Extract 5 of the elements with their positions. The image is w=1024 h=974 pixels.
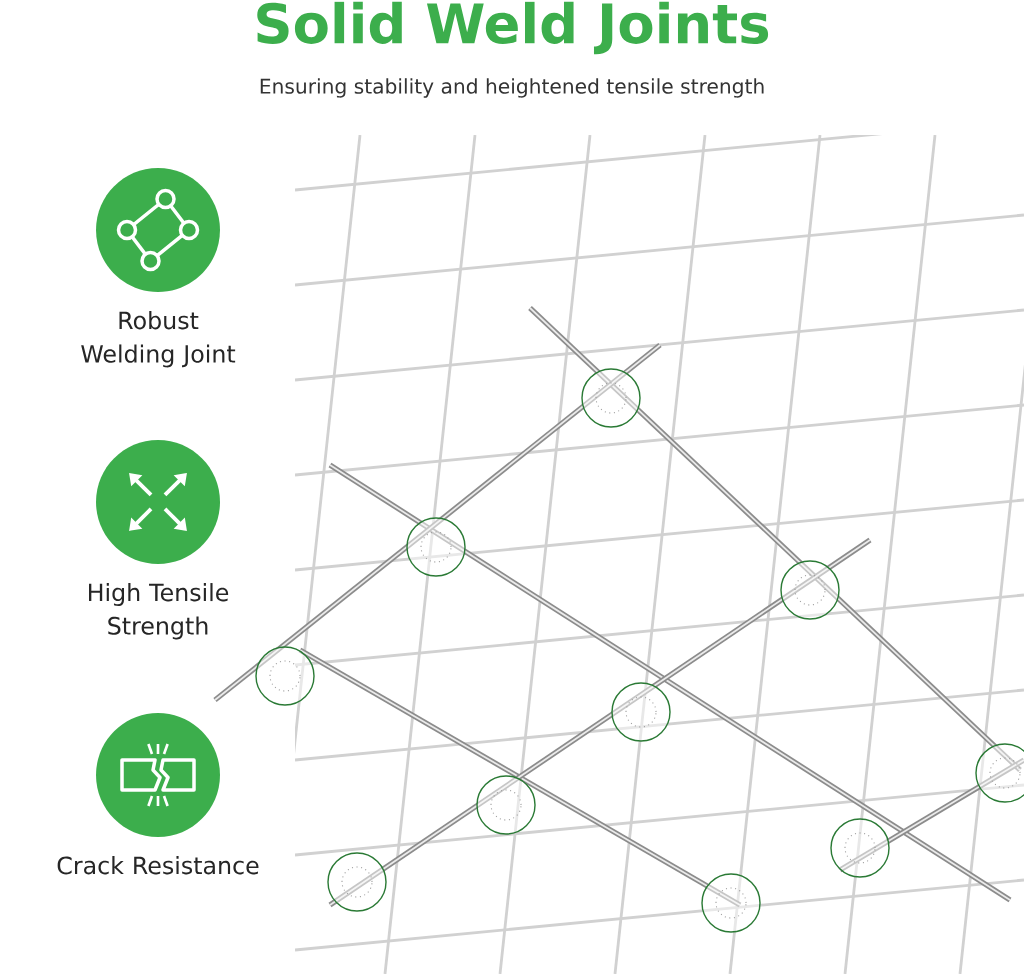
feature-label: High Tensile Strength <box>89 583 229 640</box>
title: Solid Weld Joints <box>257 1 769 55</box>
feature-label: Crack Resistance <box>57 856 259 875</box>
subtitle: Ensuring stability and heightened tensile strength <box>260 78 764 98</box>
feature-label: Robust Welding Joint <box>81 311 236 368</box>
